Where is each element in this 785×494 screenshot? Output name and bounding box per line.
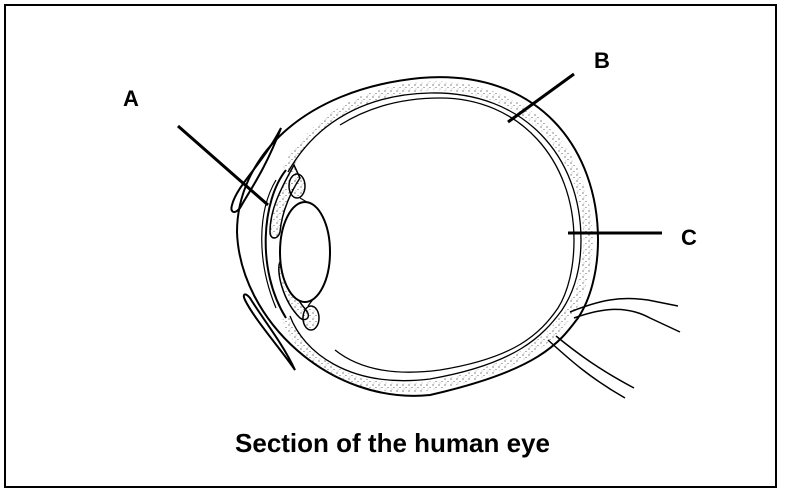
choroid [286, 86, 588, 388]
pointer-line-b [508, 74, 574, 122]
diagram-caption: Section of the human eye [0, 428, 785, 459]
lower-eyelid [244, 294, 295, 370]
lens [280, 202, 330, 302]
retina [335, 98, 574, 372]
upper-eyelid [231, 128, 281, 212]
optic-nerve-lower [548, 340, 625, 398]
ciliary-body-lower [303, 306, 319, 330]
label-c: C [681, 225, 697, 251]
label-b: B [594, 48, 610, 74]
pointer-line-a [178, 126, 268, 205]
label-a: A [123, 86, 139, 112]
ciliary-body-upper [289, 174, 305, 198]
